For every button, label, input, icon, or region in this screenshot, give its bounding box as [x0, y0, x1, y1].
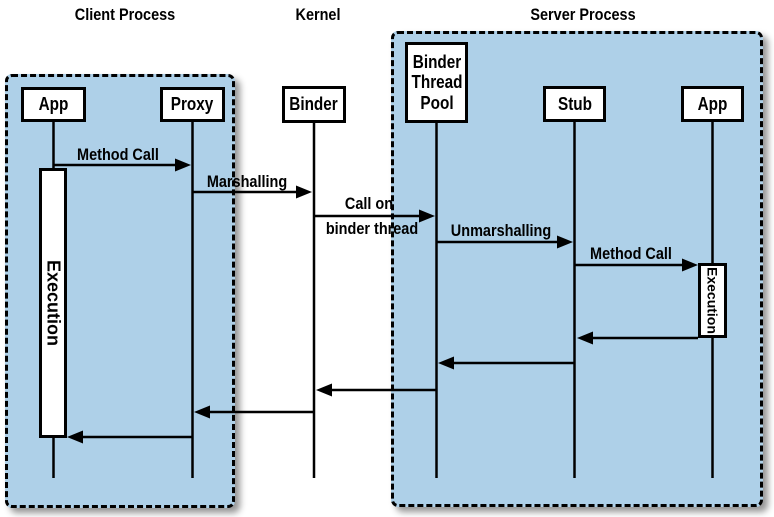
arrow-return-to-binder: [316, 383, 437, 397]
arrow-call-on-binder-thread: [314, 209, 435, 223]
message-marshalling: Marshalling: [206, 172, 288, 191]
arrow-server-method-call: [574, 258, 698, 272]
message-unmarshalling: Unmarshalling: [450, 221, 552, 240]
arrow-return-to-client-app: [67, 430, 193, 444]
kernel-header: Kernel: [295, 5, 341, 24]
message-call-on-binder-thread-line1: Call on: [344, 194, 394, 213]
client-process-header: Client Process: [74, 5, 176, 24]
lifelines: [52, 122, 714, 478]
node-binder: Binder: [282, 86, 346, 123]
server-execution-label: Execution: [704, 267, 721, 334]
server-process-header: Server Process: [530, 5, 636, 24]
node-proxy: Proxy: [160, 87, 225, 122]
node-binder-label: Binder: [289, 94, 339, 115]
arrow-client-method-call: [53, 158, 191, 172]
node-stub-label: Stub: [557, 93, 592, 114]
arrow-unmarshalling: [436, 235, 573, 249]
arrow-marshalling: [192, 185, 312, 199]
node-binder-thread-pool: Binder Thread Pool: [405, 42, 468, 123]
node-proxy-label: Proxy: [171, 94, 214, 115]
arrow-return-to-stub: [577, 331, 698, 345]
client-execution-activation: Execution: [39, 168, 67, 438]
arrow-return-to-binder-thread-pool: [438, 356, 575, 370]
arrow-return-to-proxy: [194, 405, 314, 419]
message-call-on-binder-thread-line2: binder thread: [325, 219, 419, 238]
server-execution-activation: Execution: [698, 263, 727, 338]
message-server-method-call: Method Call: [590, 244, 672, 263]
message-client-method-call: Method Call: [77, 145, 159, 164]
client-execution-label: Execution: [43, 259, 64, 347]
node-client-app: App: [21, 87, 86, 122]
node-stub: Stub: [543, 86, 606, 122]
node-server-app-label: App: [697, 93, 728, 114]
node-client-app-label: App: [38, 94, 69, 115]
node-binder-thread-pool-label: Binder Thread Pool: [411, 52, 463, 113]
node-server-app: App: [681, 86, 744, 122]
